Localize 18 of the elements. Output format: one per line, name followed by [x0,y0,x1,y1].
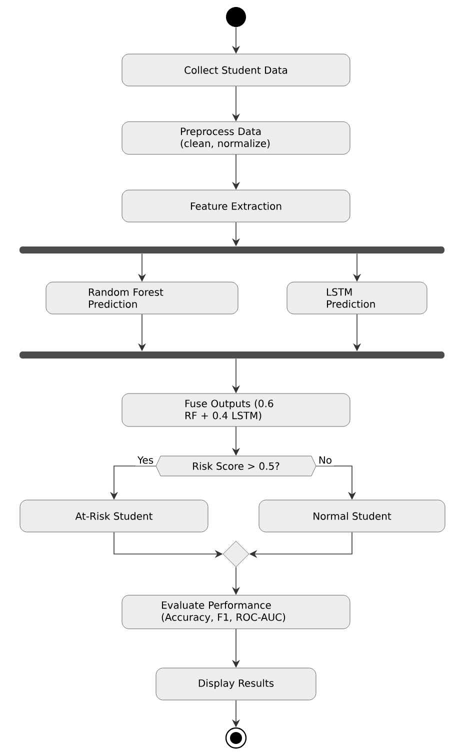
activity-box: Collect Student Data [122,54,350,86]
activity-box: Random Forest Prediction [46,282,238,314]
activity-box: Display Results [156,668,316,700]
fork-bar [20,246,444,254]
edge-label: No [319,456,332,464]
start-circle [226,7,246,28]
merge-diamond [222,540,250,568]
activity-box: Normal Student [258,500,446,532]
activity-box: Feature Extraction [122,190,350,222]
fork-bar [20,352,444,358]
activity-box: At-Risk Student [20,500,208,532]
activity-box: Evaluate Performance (Accuracy, F1, ROC-AUC) [122,594,350,630]
activity-box: LSTM Prediction [286,282,428,314]
edge-label: Yes [137,456,154,464]
activity-box: Fuse Outputs (0.6 RF + 0.4 LSTM) [122,393,350,427]
end-circle [225,727,247,749]
activity-box: Preprocess Data (clean, normalize) [122,122,350,155]
decision-hexagon: Risk Score > 0.5? [156,456,316,476]
